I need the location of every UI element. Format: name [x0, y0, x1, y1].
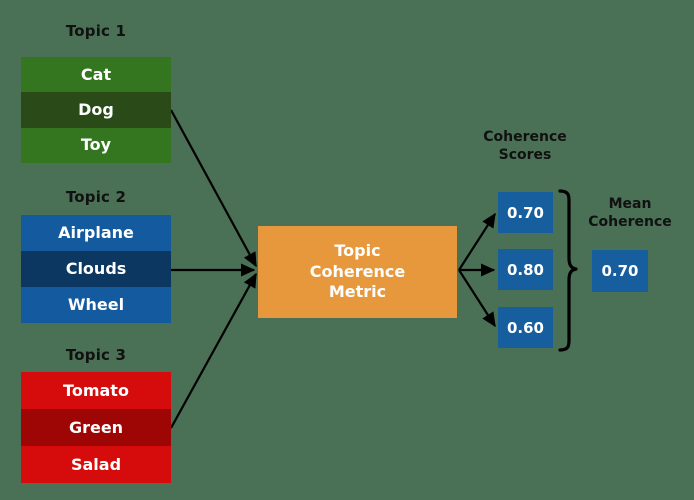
topic-1-word-cat: Cat [21, 57, 171, 93]
edge-metric-to-score-3 [458, 269, 496, 328]
topic-2-word-wheel: Wheel [21, 287, 171, 323]
metric-line-1: Topic [334, 241, 381, 261]
coherence-scores-caption-line-1: Coherence [483, 129, 567, 145]
coherence-scores-caption: Coherence Scores [460, 129, 590, 164]
edge-metric-to-score-1 [458, 212, 496, 271]
topic-2-word-airplane: Airplane [21, 215, 171, 251]
topic-1-box: Cat Dog Toy [21, 57, 171, 163]
topic-2-box: Airplane Clouds Wheel [21, 215, 171, 323]
topic-2-label: Topic 2 [65, 188, 127, 206]
coherence-score-box-2: 0.80 [498, 249, 553, 290]
metric-line-2: Coherence [309, 261, 406, 281]
topic-3-label: Topic 3 [65, 346, 127, 364]
topic-1-label: Topic 1 [65, 22, 127, 40]
mean-coherence-caption-line-1: Mean [608, 196, 652, 212]
topic-3-box: Tomato Green Salad [21, 372, 171, 483]
coherence-score-box-3: 0.60 [498, 307, 553, 348]
topic-coherence-metric-box: Topic Coherence Metric [258, 226, 457, 318]
mean-coherence-caption: Mean Coherence [570, 196, 690, 231]
metric-line-3: Metric [328, 282, 387, 302]
mean-coherence-box: 0.70 [592, 250, 648, 292]
topic-1-word-dog: Dog [21, 92, 171, 128]
topic-3-word-tomato: Tomato [21, 372, 171, 409]
edge-topic1-to-metric [170, 109, 257, 268]
edge-topic3-to-metric [170, 272, 257, 429]
coherence-scores-caption-line-2: Scores [498, 146, 552, 163]
coherence-score-box-1: 0.70 [498, 192, 553, 233]
topic-1-word-toy: Toy [21, 127, 171, 163]
topic-2-word-clouds: Clouds [21, 251, 171, 287]
topic-3-word-salad: Salad [21, 446, 171, 483]
topic-3-word-green: Green [21, 409, 171, 446]
mean-coherence-caption-line-2: Coherence [588, 213, 672, 230]
